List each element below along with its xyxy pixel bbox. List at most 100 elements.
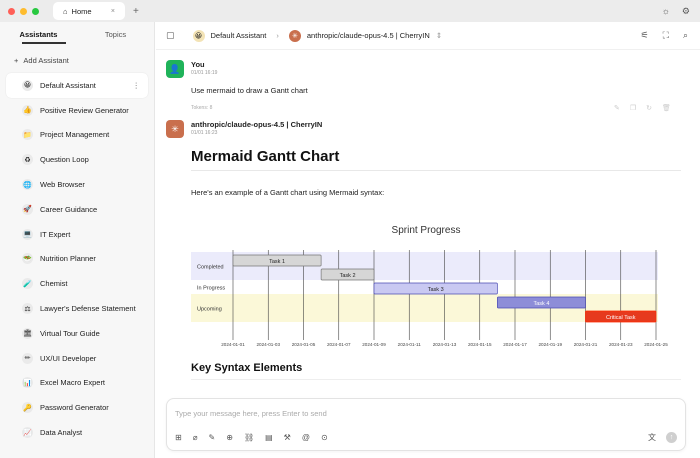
settings-sliders-icon[interactable]: ⚟ bbox=[640, 30, 649, 40]
assistant-item[interactable]: ⚖Lawyer's Defense Statement bbox=[6, 296, 148, 321]
assistant-item[interactable]: 📊 Excel Macro Expert bbox=[6, 371, 148, 396]
assistant-item-label: Default Assistant bbox=[40, 80, 96, 90]
gantt-task-bar bbox=[232, 254, 322, 267]
gantt-task-label: Task 2 bbox=[340, 273, 356, 279]
gantt-task-bar bbox=[497, 296, 586, 309]
model-switch-icon[interactable]: ⇕ bbox=[435, 31, 443, 40]
assistant-message: ✳ anthropic/claude-opus-4.5 | CherryIN 0… bbox=[166, 120, 686, 144]
assistant-emoji-icon: ✏ bbox=[22, 352, 33, 364]
sidebar-tabs: Assistants Topics bbox=[0, 22, 154, 46]
user-name: You bbox=[191, 60, 205, 69]
delete-icon[interactable]: 🗑 bbox=[662, 105, 671, 112]
assistant-item[interactable]: 📁Project Management bbox=[6, 123, 148, 148]
theme-toggle-icon[interactable]: ☼ bbox=[661, 5, 670, 16]
assistant-item-label: Project Management bbox=[40, 130, 110, 140]
assistant-emoji-icon: 📊 bbox=[22, 377, 33, 389]
response-intro: Here's an example of a Gantt chart using… bbox=[191, 188, 385, 197]
mention-icon[interactable]: @ bbox=[301, 433, 310, 442]
gantt-task-bar bbox=[320, 268, 375, 281]
sidebar: Assistants Topics + Add Assistant 😀 Defau… bbox=[0, 22, 155, 458]
assistant-item[interactable]: 💻IT Expert bbox=[6, 222, 148, 247]
attachment-icon[interactable]: ⌀ bbox=[192, 433, 198, 442]
assistant-item[interactable]: 🧪Chemist bbox=[6, 271, 148, 296]
assistant-item[interactable]: 😀 Default Assistant ⋮ bbox=[6, 73, 148, 98]
gantt-tick-label: 2024-01-25 bbox=[644, 342, 668, 347]
response-subheading: Key Syntax Elements bbox=[191, 362, 303, 374]
tab-home[interactable]: ⌂ Home × bbox=[53, 2, 125, 20]
assistant-message-time: 01/01 16:23 bbox=[191, 130, 218, 136]
assistant-item-label: Excel Macro Expert bbox=[40, 378, 106, 388]
edit-icon[interactable]: ✎ bbox=[614, 105, 620, 112]
minimize-window-button[interactable] bbox=[20, 7, 27, 15]
gantt-section-label: Completed bbox=[197, 265, 224, 271]
active-tab-indicator bbox=[22, 42, 66, 44]
window-controls bbox=[8, 7, 39, 15]
assistant-item[interactable]: 🌐Web Browser bbox=[6, 172, 148, 197]
copy-icon[interactable]: ❐ bbox=[629, 105, 637, 112]
more-icon[interactable]: ⊙ bbox=[320, 433, 328, 442]
assistant-emoji-icon: 👍 bbox=[22, 104, 33, 116]
link-icon[interactable]: ⛓ bbox=[243, 433, 255, 442]
gantt-tick-label: 2024-01-03 bbox=[257, 342, 281, 347]
assistant-item[interactable]: 👍Positive Review Generator bbox=[6, 98, 148, 123]
add-assistant-label: Add Assistant bbox=[23, 55, 69, 65]
assistant-item-label: IT Expert bbox=[40, 229, 71, 239]
settings-icon[interactable]: ⚙ bbox=[681, 5, 690, 16]
new-tab-button[interactable]: + bbox=[133, 5, 139, 17]
user-token-count: Tokens: 8 bbox=[191, 105, 213, 111]
current-assistant-name[interactable]: Default Assistant bbox=[210, 31, 267, 40]
assistant-emoji-icon: 🚀 bbox=[22, 203, 33, 215]
assistant-item-label: Password Generator bbox=[40, 403, 109, 413]
search-icon[interactable]: ⌕ bbox=[682, 30, 688, 40]
assistant-item[interactable]: 📈Data Analyst bbox=[6, 420, 148, 445]
gantt-tick-label: 2024-01-01 bbox=[221, 342, 245, 347]
gantt-section-label: Upcoming bbox=[197, 307, 222, 313]
gantt-section-label: In Progress bbox=[197, 286, 225, 292]
message-input-box[interactable]: Type your message here, press Enter to s… bbox=[166, 398, 686, 451]
assistant-item-label: Lawyer's Defense Statement bbox=[40, 304, 136, 314]
assistant-item[interactable]: ✏UX/UI Developer bbox=[6, 346, 148, 371]
assistant-item-label: Data Analyst bbox=[40, 428, 83, 438]
translate-icon[interactable]: 文 bbox=[648, 433, 656, 442]
gantt-tick-label: 2024-01-23 bbox=[609, 342, 633, 347]
close-tab-icon[interactable]: × bbox=[110, 7, 115, 15]
assistant-emoji-icon: 😀 bbox=[22, 79, 33, 91]
heading-divider bbox=[191, 170, 681, 171]
gantt-tick-label: 2024-01-17 bbox=[503, 342, 527, 347]
assistant-emoji-icon: 🧪 bbox=[22, 278, 33, 290]
assistant-item[interactable]: 🥗Nutrition Planner bbox=[6, 247, 148, 272]
assistant-emoji-icon: ♻ bbox=[22, 154, 33, 166]
fullscreen-icon[interactable]: ⛶ bbox=[662, 30, 669, 40]
current-model-name[interactable]: anthropic/claude-opus-4.5 | CherryIN bbox=[306, 31, 430, 40]
tab-assistants[interactable]: Assistants bbox=[19, 29, 58, 39]
quick-phrases-icon[interactable]: ▤ bbox=[265, 433, 273, 442]
assistant-item[interactable]: 🔑 Password Generator bbox=[6, 395, 148, 420]
chat-area: ▢ 😀 Default Assistant › ✳ anthropic/clau… bbox=[156, 22, 700, 458]
knowledge-icon[interactable]: ✎ bbox=[208, 433, 216, 442]
web-search-icon[interactable]: ⊕ bbox=[226, 433, 233, 442]
gantt-tick-label: 2024-01-21 bbox=[574, 342, 598, 347]
user-message-text: Use mermaid to draw a Gantt chart bbox=[191, 86, 308, 95]
more-options-icon[interactable]: ⋮ bbox=[132, 80, 141, 90]
model-avatar: ✳ bbox=[288, 29, 301, 42]
add-assistant-button[interactable]: + Add Assistant bbox=[0, 49, 154, 71]
assistant-item[interactable]: 🚀 Career Guidance bbox=[6, 197, 148, 222]
user-message-time: 01/01 16:19 bbox=[191, 70, 218, 76]
assistant-item-label: Career Guidance bbox=[40, 204, 98, 214]
assistant-item[interactable]: 🏛Virtual Tour Guide bbox=[6, 321, 148, 346]
new-topic-icon[interactable]: ⊞ bbox=[175, 433, 182, 442]
gantt-tick-label: 2024-01-09 bbox=[362, 342, 386, 347]
tab-topics[interactable]: Topics bbox=[104, 29, 127, 39]
send-button[interactable]: ↑ bbox=[666, 432, 677, 443]
assistant-emoji-icon: 🌐 bbox=[22, 179, 33, 191]
assistant-item[interactable]: ♻Question Loop bbox=[6, 147, 148, 172]
regenerate-icon[interactable]: ↻ bbox=[646, 105, 653, 112]
close-window-button[interactable] bbox=[8, 7, 15, 15]
assistant-emoji-icon: 🔑 bbox=[22, 402, 33, 414]
response-heading: Mermaid Gantt Chart bbox=[191, 148, 340, 165]
maximize-window-button[interactable] bbox=[32, 7, 39, 15]
tools-icon[interactable]: ⚒ bbox=[283, 433, 291, 442]
sidebar-toggle-icon[interactable]: ▢ bbox=[166, 30, 175, 40]
plus-icon: + bbox=[14, 55, 19, 65]
